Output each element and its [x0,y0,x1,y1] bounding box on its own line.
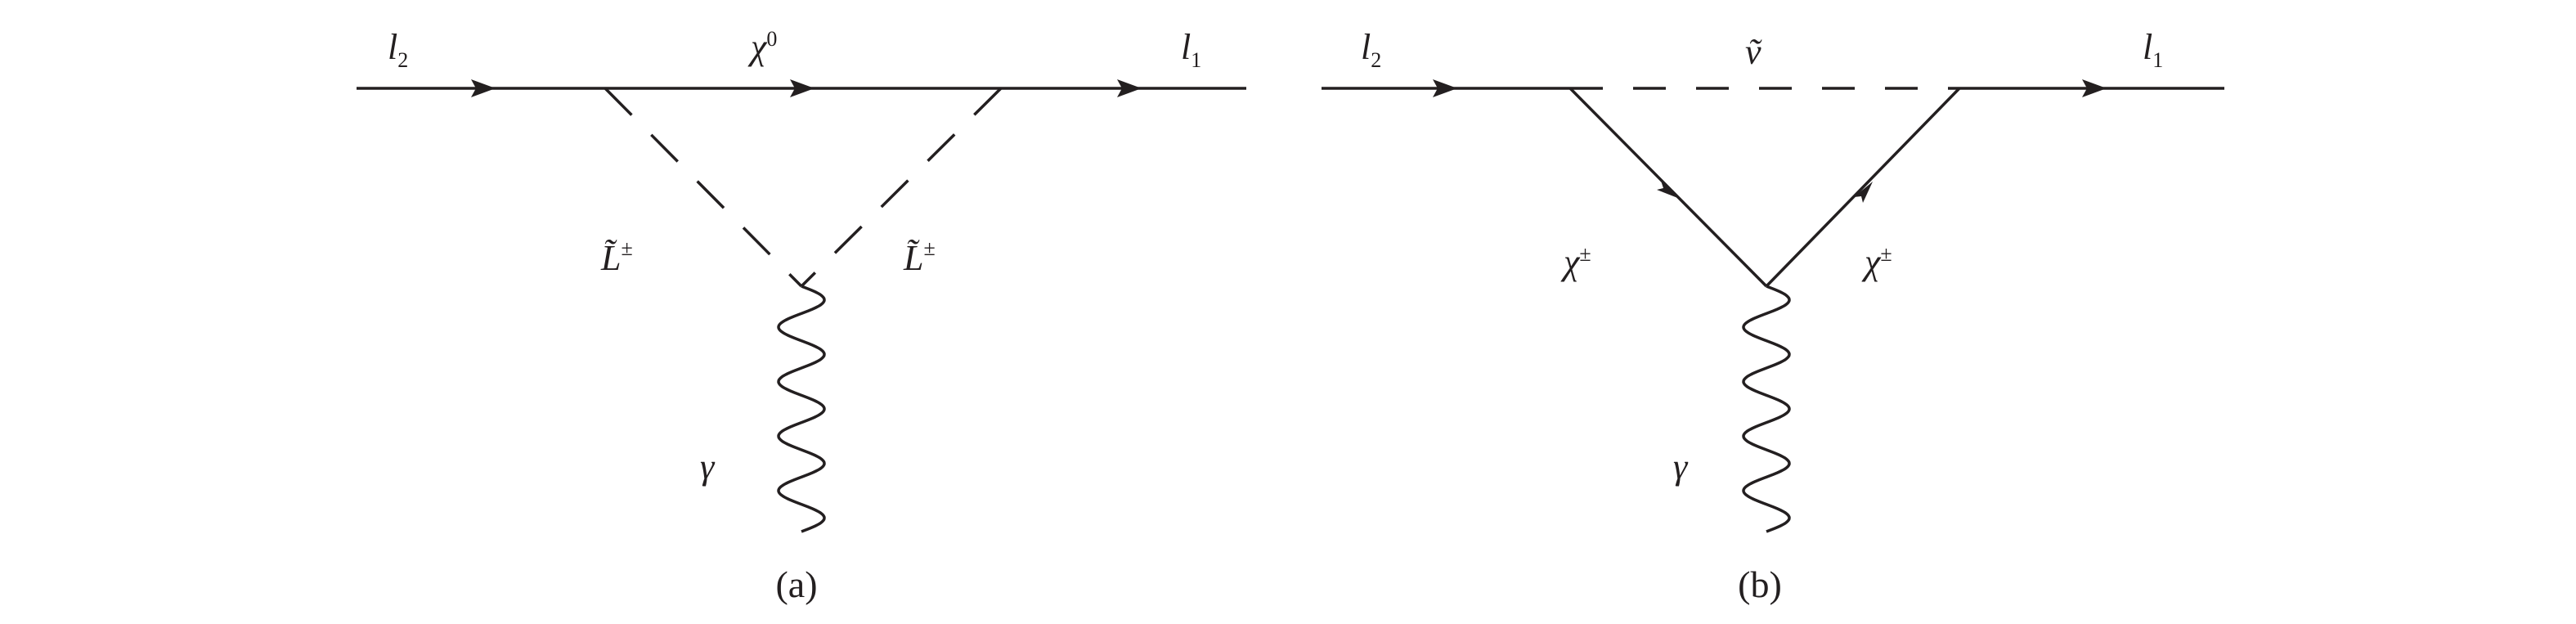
label-photon-b: γ [1673,447,1689,487]
caption-a: (a) [775,563,817,605]
label-l2-a: l2 [388,27,408,72]
photon-line-a [777,285,826,533]
label-l1-b: l1 [2143,27,2163,72]
label-sneutrino: ṽ [1745,32,1762,72]
caption-b: (b) [1738,563,1782,605]
scalar-line-right-a [800,87,1003,288]
label-slepton-right: L̃± [903,236,936,278]
arrow-icon [1117,79,1142,97]
photon-line-b [1742,285,1791,533]
label-photon-a: γ [700,447,716,487]
arrow-icon [1854,182,1873,203]
arrow-icon [1433,79,1457,97]
label-chi0: χ0 [747,27,777,67]
diagram-b: l2 ṽ l1 χ± χ± γ (b) [1322,27,2224,605]
chargino-line-left [1568,87,1768,288]
label-chargino-left: χ± [1560,242,1591,282]
chargino-line-right [1765,87,1961,288]
label-slepton-left: L̃± [600,236,633,278]
scalar-line-left-a [604,87,803,288]
arrow-icon [1657,181,1680,199]
label-l2-b: l2 [1361,27,1381,72]
label-l1-a: l1 [1181,27,1201,72]
arrow-icon [471,79,496,97]
label-chargino-right: χ± [1861,242,1892,282]
diagram-a: l2 χ0 l1 L̃± L̃± γ (a) [357,27,1246,605]
arrow-icon [2082,79,2107,97]
arrow-icon [790,79,815,97]
